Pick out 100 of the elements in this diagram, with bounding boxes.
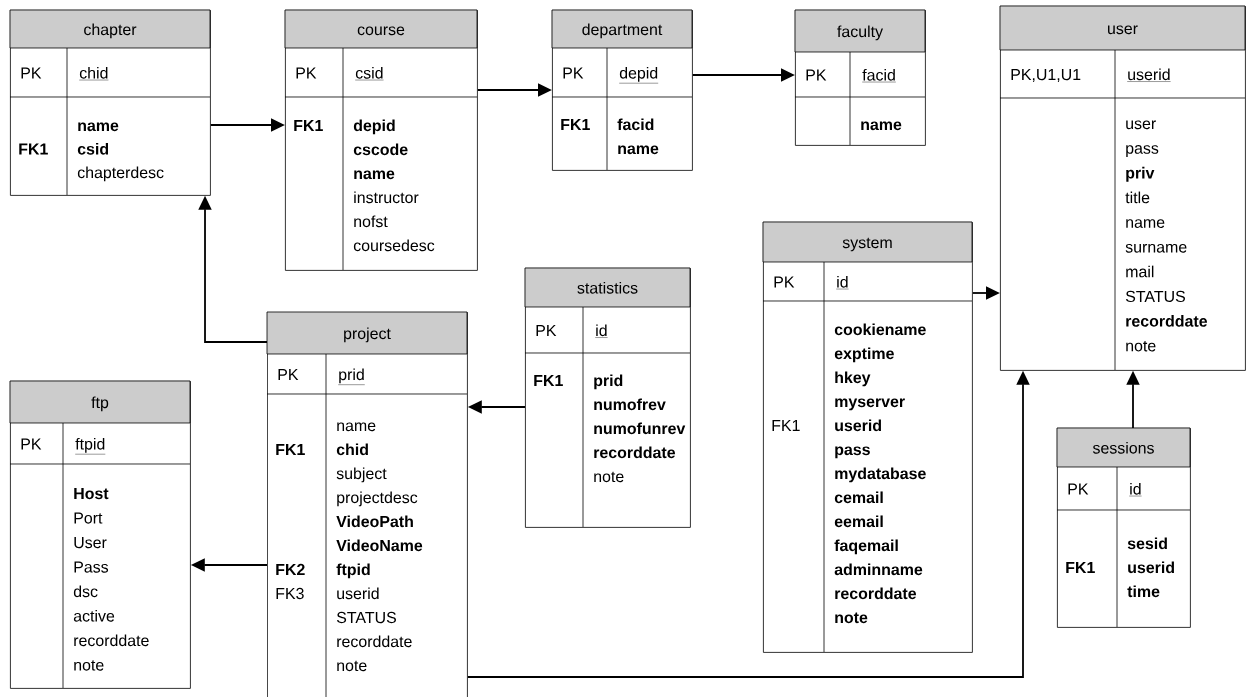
field-name: dsc: [73, 585, 98, 598]
field-name: pass: [1126, 145, 1159, 157]
field-name: mail: [1126, 265, 1154, 278]
key-field-name: id: [595, 324, 608, 338]
field-name: eemail: [834, 515, 883, 528]
key-label: PK: [278, 369, 299, 380]
field-name: instructor: [354, 191, 419, 204]
field-name: note: [835, 612, 868, 624]
field-name: mydatabase: [835, 467, 926, 483]
field-name: prid: [594, 374, 623, 390]
field-name: VideoPath: [336, 515, 413, 528]
key-label: FK1: [772, 420, 800, 431]
key-label: FK1: [276, 444, 305, 455]
field-name: priv: [1126, 166, 1155, 182]
key-label: FK1: [534, 375, 563, 386]
field-name: hkey: [835, 371, 871, 387]
field-name: STATUS: [336, 611, 396, 624]
field-name: note: [1126, 341, 1156, 352]
field-name: numofunrev: [594, 422, 686, 435]
key-field-name: userid: [1127, 68, 1171, 82]
key-field-name: facid: [862, 68, 897, 83]
key-field-name: id: [836, 275, 849, 290]
field-name: cookiename: [834, 323, 926, 336]
field-name: name: [861, 121, 902, 131]
key-label: FK1: [19, 143, 48, 155]
field-name: recorddate: [835, 587, 917, 600]
field-name: name: [78, 122, 119, 132]
key-label: FK1: [561, 119, 590, 130]
field-name: userid: [835, 419, 881, 432]
field-name: exptime: [834, 347, 894, 363]
key-label: PK: [1068, 483, 1089, 495]
field-name: Pass: [74, 561, 109, 573]
field-name: recorddate: [74, 634, 149, 647]
field-name: title: [1125, 191, 1150, 204]
field-name: userid: [337, 587, 379, 600]
key-label: PK: [806, 69, 827, 81]
table-header: department: [551, 9, 693, 49]
field-name: time: [1127, 585, 1160, 598]
field-name: recorddate: [594, 446, 676, 459]
field-name: chapterdesc: [77, 166, 164, 182]
field-name: userid: [1128, 561, 1174, 574]
table-header: system: [762, 221, 973, 263]
key-field-name: ftpid: [75, 437, 106, 455]
field-name: csid: [77, 142, 109, 155]
table-header: ftp: [9, 380, 191, 424]
field-name: user: [1126, 120, 1156, 130]
field-name: nofst: [354, 215, 388, 228]
field-name: subject: [336, 467, 387, 483]
field-name: STATUS: [1125, 290, 1185, 303]
field-name: name: [354, 170, 395, 180]
field-name: surname: [1125, 243, 1187, 253]
key-label: PK: [536, 325, 557, 336]
field-name: recorddate: [337, 635, 412, 648]
key-label: PK,U1,U1: [1011, 69, 1081, 83]
field-name: Host: [74, 488, 109, 500]
table-header: faculty: [794, 9, 926, 53]
key-label: PK: [563, 67, 584, 79]
key-field-name: prid: [338, 368, 365, 385]
key-label: FK1: [294, 120, 323, 131]
field-name: name: [1126, 219, 1165, 228]
field-name: cemail: [834, 491, 883, 504]
key-field-name: depid: [619, 66, 659, 84]
field-name: cscode: [353, 143, 408, 156]
field-name: note: [337, 660, 367, 672]
field-name: Port: [74, 512, 103, 524]
field-name: facid: [617, 118, 654, 131]
table-header: chapter: [9, 9, 211, 49]
field-name: note: [594, 471, 624, 483]
key-field-name: csid: [355, 66, 384, 81]
key-label: PK: [21, 438, 42, 450]
table-header: project: [266, 311, 468, 355]
field-name: depid: [353, 119, 395, 135]
key-label: PK: [774, 276, 795, 288]
field-name: active: [73, 609, 115, 622]
field-name: numofrev: [594, 398, 666, 411]
key-label: FK1: [1066, 562, 1095, 573]
field-name: name: [618, 145, 659, 155]
field-name: note: [74, 660, 104, 671]
key-label: FK3: [276, 587, 304, 600]
table-header: user: [999, 5, 1246, 51]
key-label: FK2: [276, 563, 305, 575]
field-name: VideoName: [336, 539, 423, 552]
field-name: chid: [336, 443, 368, 456]
field-name: recorddate: [1126, 315, 1208, 327]
field-name: faqemail: [834, 539, 898, 555]
table-header: statistics: [524, 267, 691, 308]
field-name: sesid: [1127, 537, 1167, 550]
field-name: myserver: [835, 398, 905, 411]
field-name: ftpid: [336, 563, 370, 579]
key-label: PK: [296, 67, 317, 79]
field-name: adminname: [834, 563, 923, 576]
field-name: pass: [835, 446, 870, 459]
key-label: PK: [21, 67, 42, 79]
key-field-name: chid: [79, 66, 109, 81]
field-name: coursedesc: [353, 239, 435, 252]
key-field-name: id: [1129, 482, 1142, 497]
table-header: sessions: [1056, 427, 1191, 468]
table-header: course: [284, 9, 478, 49]
field-name: name: [337, 422, 376, 432]
field-name: projectdesc: [337, 491, 418, 507]
